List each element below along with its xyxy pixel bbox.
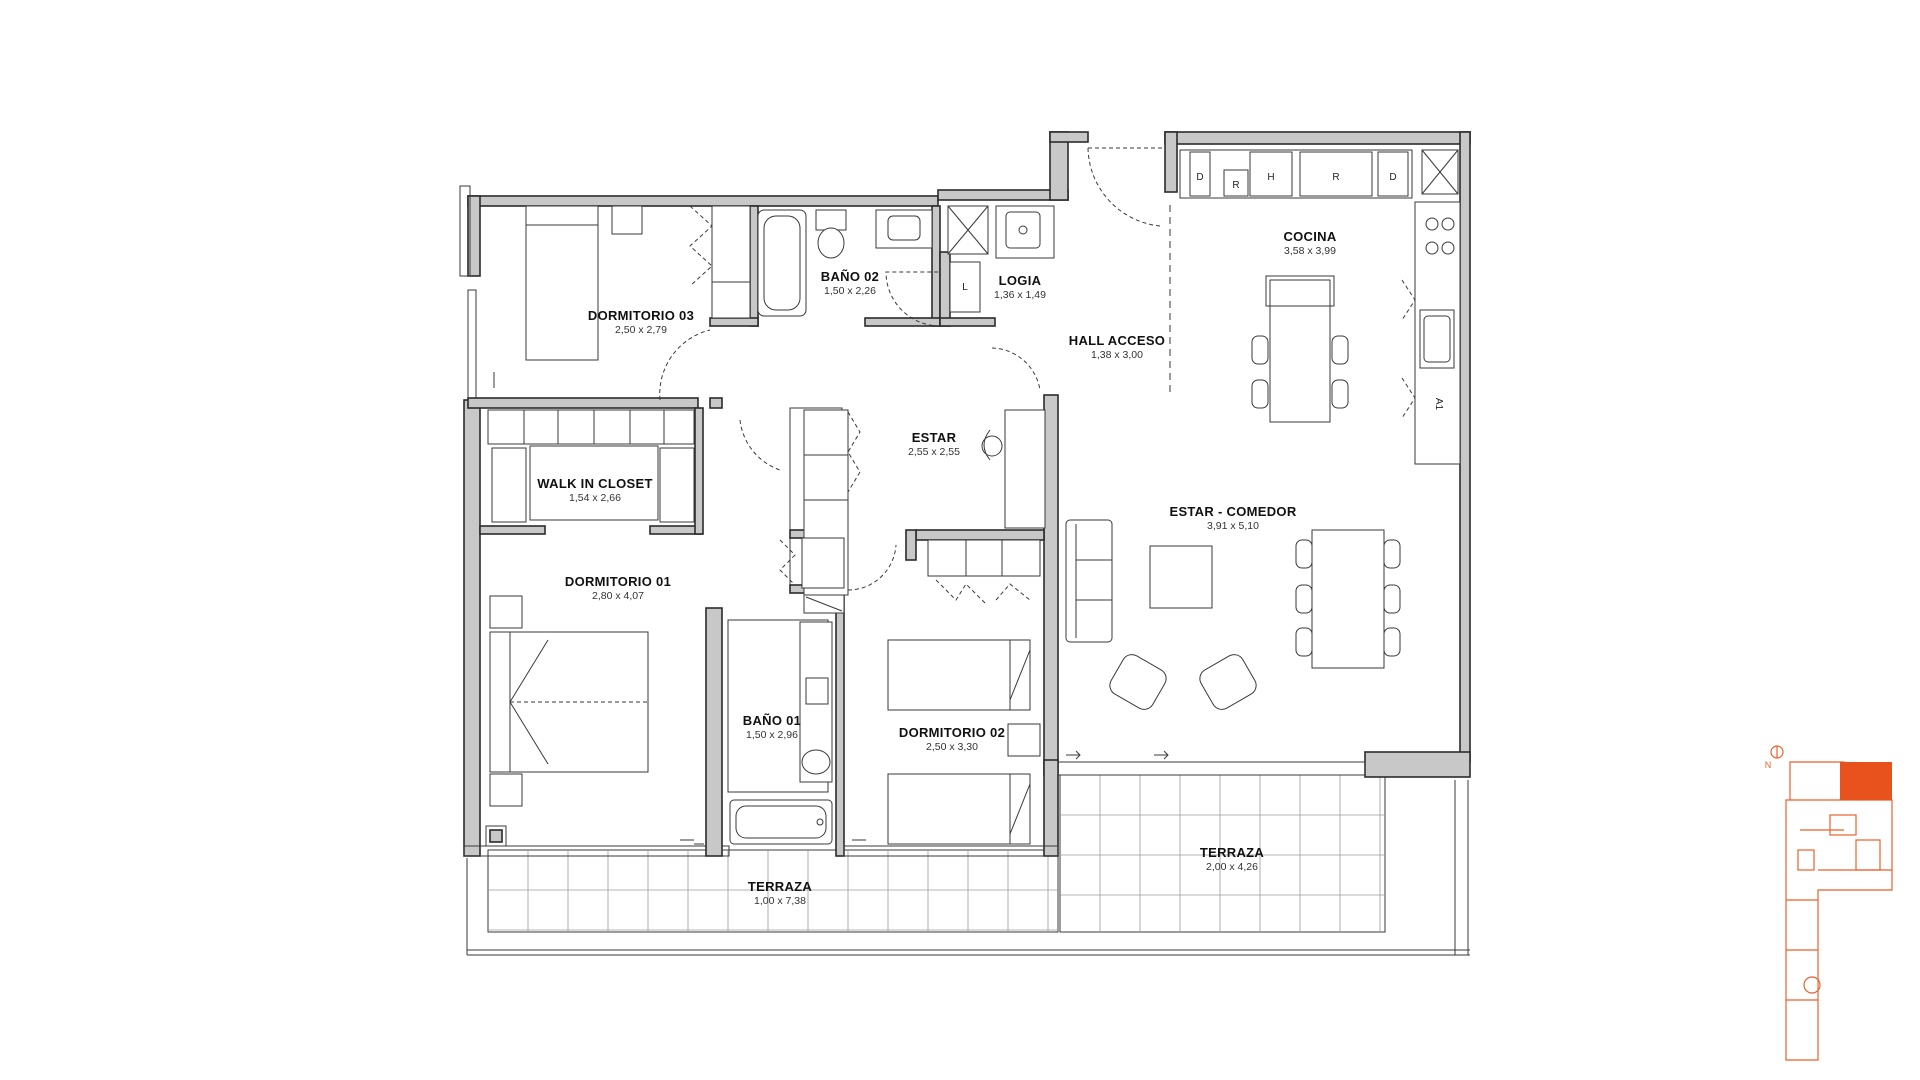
room-dims-estar: 2,55 x 2,55 xyxy=(908,446,960,458)
room-name-hall-acceso: HALL ACCESO xyxy=(1069,333,1165,348)
appliance-label-r2: R xyxy=(1332,172,1339,183)
coffee-table xyxy=(1149,545,1213,609)
door-arc-dorm03 xyxy=(659,329,711,401)
room-name-dormitorio-02: DORMITORIO 02 xyxy=(899,725,1005,740)
room-dims-dormitorio-02: 2,50 x 3,30 xyxy=(926,741,978,753)
nightstand-01a xyxy=(489,595,523,629)
walk-in-closet-furniture xyxy=(487,409,695,523)
appliance-label-a1: A1 xyxy=(1433,398,1444,411)
dining-table xyxy=(1311,529,1385,669)
bathtub-01 xyxy=(729,799,833,845)
appliance-label-d1: D xyxy=(1196,172,1203,183)
appliance-label-l: L xyxy=(962,282,968,293)
door-arc-logia xyxy=(991,347,1041,391)
dormitorio-03-furniture xyxy=(493,205,751,401)
room-name-estar: ESTAR xyxy=(912,430,957,445)
dormitorio-01-furniture xyxy=(489,595,704,845)
toilet-01 xyxy=(801,749,831,775)
key-plan: N xyxy=(1765,745,1893,1061)
bed-02b xyxy=(887,773,1031,845)
sink-01 xyxy=(805,677,829,705)
kitchen-island xyxy=(1269,279,1331,423)
washer xyxy=(949,261,981,313)
sofa xyxy=(1065,519,1113,643)
upper-cabinets xyxy=(1179,149,1413,199)
room-name-dormitorio-01: DORMITORIO 01 xyxy=(565,574,671,589)
room-dims-logia: 1,36 x 1,49 xyxy=(994,289,1046,301)
key-plan-highlight xyxy=(1840,762,1892,800)
closet-doors-03 xyxy=(689,205,713,287)
room-name-estar-comedor: ESTAR - COMEDOR xyxy=(1169,504,1296,519)
room-dims-dormitorio-03: 2,50 x 2,79 xyxy=(615,324,667,336)
room-name-cocina: COCINA xyxy=(1283,229,1336,244)
room-dims-estar-comedor: 3,91 x 5,10 xyxy=(1207,520,1259,532)
room-name-dormitorio-03: DORMITORIO 03 xyxy=(588,308,694,323)
closet-03 xyxy=(711,205,751,319)
bano-01-furniture xyxy=(727,619,833,845)
room-dims-hall-acceso: 1,38 x 3,00 xyxy=(1091,349,1143,361)
north-label: N xyxy=(1765,760,1772,770)
nightstand-01b xyxy=(489,773,523,807)
desk xyxy=(1004,409,1046,529)
room-name-bano-02: BAÑO 02 xyxy=(821,269,879,284)
armchair-2 xyxy=(1199,654,1257,710)
desk-chair xyxy=(981,435,1003,457)
room-name-bano-01: BAÑO 01 xyxy=(743,713,801,728)
laundry-sink xyxy=(995,205,1055,259)
estar-comedor-furniture xyxy=(680,519,1401,841)
nightstand-03 xyxy=(611,205,643,235)
bathtub-02 xyxy=(757,209,807,317)
room-labels: DORMITORIO 03 2,50 x 2,79 BAÑO 02 1,50 x… xyxy=(537,229,1336,907)
door-arc-bano01 xyxy=(847,544,897,591)
estar-furniture xyxy=(739,409,1046,614)
kitchen-sink xyxy=(1419,309,1455,369)
room-dims-terraza-east: 2,00 x 4,26 xyxy=(1206,861,1258,873)
dormitorio-02-furniture xyxy=(887,539,1041,845)
room-dims-bano-01: 1,50 x 2,96 xyxy=(746,729,798,741)
room-dims-terraza-south: 1,00 x 7,38 xyxy=(754,895,806,907)
bano-02-furniture xyxy=(757,209,941,327)
hall-acceso-details xyxy=(1087,147,1171,395)
key-plan-outline xyxy=(1785,761,1893,1061)
bed-03 xyxy=(525,205,599,361)
cocina-furniture: D R H R D A1 xyxy=(1179,149,1461,465)
room-dims-cocina: 3,58 x 3,99 xyxy=(1284,245,1336,257)
toilet-02 xyxy=(817,227,845,259)
appliance-label-d2: D xyxy=(1389,172,1396,183)
room-dims-walk-in-closet: 1,54 x 2,66 xyxy=(569,492,621,504)
room-name-terraza-south: TERRAZA xyxy=(748,879,813,894)
armchair-1 xyxy=(1109,654,1167,710)
entrance-door-arc xyxy=(1087,147,1161,227)
terrace-south-tiles xyxy=(487,849,1059,933)
walls xyxy=(459,131,1471,857)
door-arc-walkin xyxy=(739,419,781,471)
room-dims-bano-02: 1,50 x 2,26 xyxy=(824,285,876,297)
bed-02a xyxy=(887,639,1031,711)
appliance-label-r1: R xyxy=(1232,180,1239,191)
logia-furniture: L xyxy=(947,205,1055,391)
nightstand-02 xyxy=(1007,723,1041,757)
appliance-label-h: H xyxy=(1267,172,1274,183)
room-name-terraza-east: TERRAZA xyxy=(1200,845,1265,860)
room-dims-dormitorio-01: 2,80 x 4,07 xyxy=(592,590,644,602)
room-name-walk-in-closet: WALK IN CLOSET xyxy=(537,476,652,491)
room-name-logia: LOGIA xyxy=(999,273,1042,288)
door-arc-bano02 xyxy=(885,271,941,327)
